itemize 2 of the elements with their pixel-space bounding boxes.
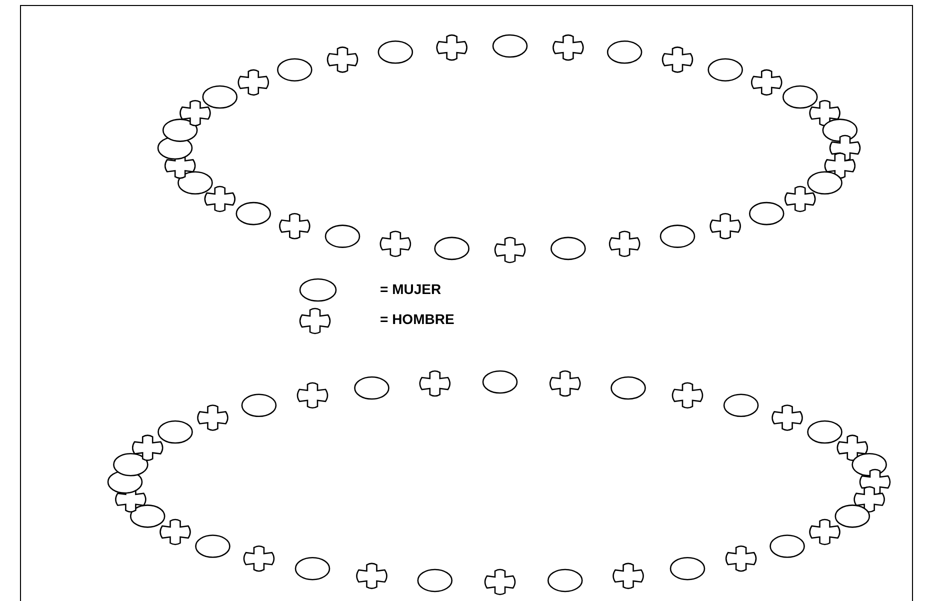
legend-label: = HOMBRE (380, 311, 454, 327)
legend-label: = MUJER (380, 281, 442, 297)
